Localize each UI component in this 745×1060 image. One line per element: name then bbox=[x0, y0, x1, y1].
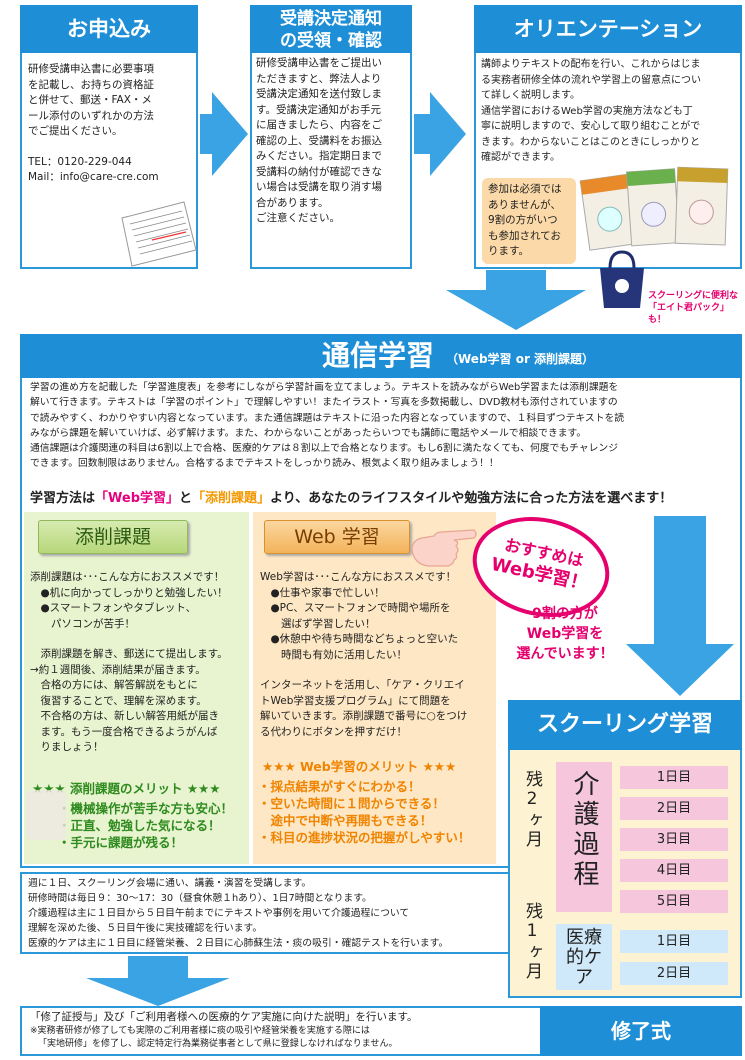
schooling-text: 週に１日、スクーリング会場に通い、講義・演習を受講します。 研修時間は毎日９：3… bbox=[28, 878, 449, 949]
arrow-step2-to-step3 bbox=[414, 114, 432, 154]
step-apply-title: お申込み bbox=[20, 5, 198, 53]
kaigo-block bbox=[556, 762, 612, 912]
studying-photo bbox=[26, 790, 66, 840]
kaigo-day-4: 4日目 bbox=[620, 859, 728, 882]
application-form-image bbox=[112, 200, 198, 268]
textbooks-image bbox=[578, 160, 740, 268]
remain-2-months: 残2ヶ月 bbox=[522, 770, 542, 849]
web-column bbox=[253, 512, 496, 864]
participation-note: 参加は必須では ありませんが、 9割の方がいつ も参加されてお ります。 bbox=[482, 178, 576, 264]
remain-1-month: 残1ヶ月 bbox=[522, 902, 542, 981]
arrow-step3-to-study-head bbox=[446, 290, 586, 330]
iryo-label: 医療的ケア bbox=[566, 927, 602, 988]
kaigo-day-3: 3日目 bbox=[620, 828, 728, 851]
bag-image bbox=[596, 248, 648, 310]
tensaku-merits: ・機械操作が苦手な方も安心！ ・正直、勉強した気になる！ ・手元に課題が残る！ bbox=[58, 801, 234, 850]
tensaku-merit-title: ★★★ 添削課題のメリット ★★★ bbox=[32, 781, 221, 796]
mail: Mail：info@care-cre.com bbox=[28, 171, 159, 183]
arrow-to-completion-head bbox=[86, 978, 230, 1006]
schooling-text-box bbox=[20, 872, 508, 954]
web-merits: ・採点結果がすぐにわかる！ ・空いた時間に１問からできる！ 途中で中断や再開もで… bbox=[258, 779, 471, 845]
arrow-step3-to-study-stem bbox=[486, 270, 546, 290]
arrow-head-1 bbox=[212, 92, 248, 176]
step-orientation-text: 講師よりテキストの配布を行い、これからはじま る実務者研修全体の流れや学習上の留… bbox=[481, 59, 701, 163]
study-title: 通信学習 bbox=[322, 339, 435, 372]
study-header bbox=[20, 334, 742, 378]
step-orientation-title: オリエンテーション bbox=[474, 5, 742, 53]
arrow-head-2 bbox=[430, 92, 466, 176]
step-notice-title: 受講決定通知 の受領・確認 bbox=[250, 5, 412, 53]
kaigo-day-5: 5日目 bbox=[620, 890, 728, 913]
schooling-title: スクーリング学習 bbox=[508, 700, 742, 750]
study-text: 学習の進め方を記載した「学習進度表」を参考にしながら学習計画を立てましょう。テキ… bbox=[30, 382, 625, 470]
tensaku-text: 添削課題は･･･こんな方におススメです！ ●机に向かってしっかりと勉強したい！ … bbox=[30, 571, 228, 753]
arrow-to-completion-stem bbox=[128, 956, 188, 978]
kaigo-label: 介護過程 bbox=[569, 770, 599, 890]
web-merit-title: ★★★ Web学習のメリット ★★★ bbox=[262, 759, 457, 774]
completion-text: 「修了証授与」及び「ご利用者様への医療的ケア実施に向けた説明」を行います。 ※実… bbox=[30, 1011, 418, 1049]
tel: TEL：0120-229-044 bbox=[28, 155, 132, 168]
tensaku-label: 添削課題 bbox=[38, 520, 188, 554]
iryo-block bbox=[556, 924, 612, 990]
study-subtitle: （Web学習 or 添削課題） bbox=[446, 352, 595, 366]
step-notice-text: 研修受講申込書をご提出い ただきますと、弊法人より 受講決定通知を送付致しま す… bbox=[256, 57, 382, 224]
iryo-day-2: 2日目 bbox=[620, 962, 728, 985]
arrow-study-to-schooling bbox=[606, 512, 741, 698]
study-method: 学習方法は「Web学習」と「添削課題」より、あなたのライフスタイルや勉強方法に合… bbox=[30, 491, 673, 506]
web-label: Web 学習 bbox=[264, 520, 410, 554]
iryo-day-1: 1日目 bbox=[620, 930, 728, 953]
arrow-step1-to-step2 bbox=[200, 114, 214, 154]
pointing-hand-icon bbox=[408, 514, 478, 570]
recommend-stat: 9割の方が Web学習を 選んでいます！ bbox=[516, 606, 614, 662]
kaigo-day-1: 1日目 bbox=[620, 766, 728, 789]
web-text: Web学習は･･･こんな方におススメです！ ●仕事や家事で忙しい！ ●PC、スマ… bbox=[260, 571, 468, 738]
completion-title: 修了式 bbox=[540, 1006, 742, 1056]
bag-caption: スクーリングに便利な 「エイト君パック」も！ bbox=[648, 291, 739, 325]
kaigo-day-2: 2日目 bbox=[620, 797, 728, 820]
step-apply-text: 研修受講申込書に必要事項 を記載し、お持ちの資格証 と併せて、郵送・FAX・メ … bbox=[28, 62, 193, 186]
